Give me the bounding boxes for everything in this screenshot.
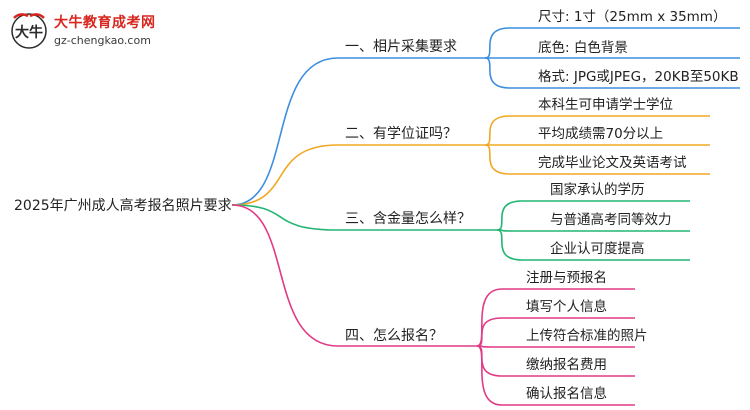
leaf-connector <box>496 229 690 261</box>
leaf-photo-background: 底色: 白色背景 <box>538 39 628 56</box>
bull-logo-icon: 大牛 <box>11 13 47 49</box>
site-logo[interactable]: 大牛 大牛教育成考网 gz-chengkao.com <box>8 10 208 50</box>
leaf-degree-thesis: 完成毕业论文及英语考试 <box>538 154 687 171</box>
leaf-apply-photo: 上传符合标准的照片 <box>526 328 648 344</box>
leaf-connector <box>496 229 690 232</box>
root-topic: 2025年广州成人高考报名照片要求 <box>14 197 232 214</box>
leaf-connector <box>476 345 635 406</box>
leaf-connector <box>484 27 740 59</box>
leaf-photo-size: 尺寸: 1寸（25mm x 35mm） <box>538 9 726 25</box>
leaf-connector <box>476 288 635 347</box>
leaf-connector <box>476 317 635 347</box>
leaf-apply-fee: 缴纳报名费用 <box>526 357 607 373</box>
logo-url: gz-chengkao.com <box>54 34 151 47</box>
root-branch-connector <box>231 204 339 347</box>
root-branch-connector <box>231 57 339 206</box>
leaf-apply-register: 注册与预报名 <box>526 270 607 286</box>
leaf-value-recognition: 企业认可度提高 <box>550 240 645 257</box>
leaf-value-recognized: 国家承认的学历 <box>550 181 645 198</box>
leaf-degree-bachelor: 本科生可申请学士学位 <box>538 97 673 113</box>
leaf-degree-score: 平均成绩需70分以上 <box>538 126 663 142</box>
leaf-value-equal: 与普通高考同等效力 <box>550 211 672 228</box>
leaf-apply-info: 填写个人信息 <box>526 298 607 315</box>
leaf-connector <box>496 200 690 231</box>
branch-how-to-apply: 四、怎么报名？ <box>345 328 443 344</box>
leaf-connector <box>484 144 710 175</box>
leaf-photo-format: 格式: JPG或JPEG，20KB至50KB <box>538 69 739 85</box>
leaf-connector <box>476 345 635 348</box>
leaf-connector <box>484 115 710 146</box>
branch-value: 三、含金量怎么样？ <box>345 211 471 227</box>
logo-mark-text: 大牛 <box>15 24 43 41</box>
root-branch-connector <box>231 144 339 206</box>
logo-name: 大牛教育成考网 <box>54 15 156 31</box>
root-branch-connector <box>231 204 339 231</box>
leaf-apply-confirm: 确认报名信息 <box>526 385 607 402</box>
branch-degree: 二、有学位证吗？ <box>345 126 457 142</box>
leaf-connector <box>484 57 740 89</box>
branch-photo-requirements: 一、相片采集要求 <box>345 38 457 55</box>
